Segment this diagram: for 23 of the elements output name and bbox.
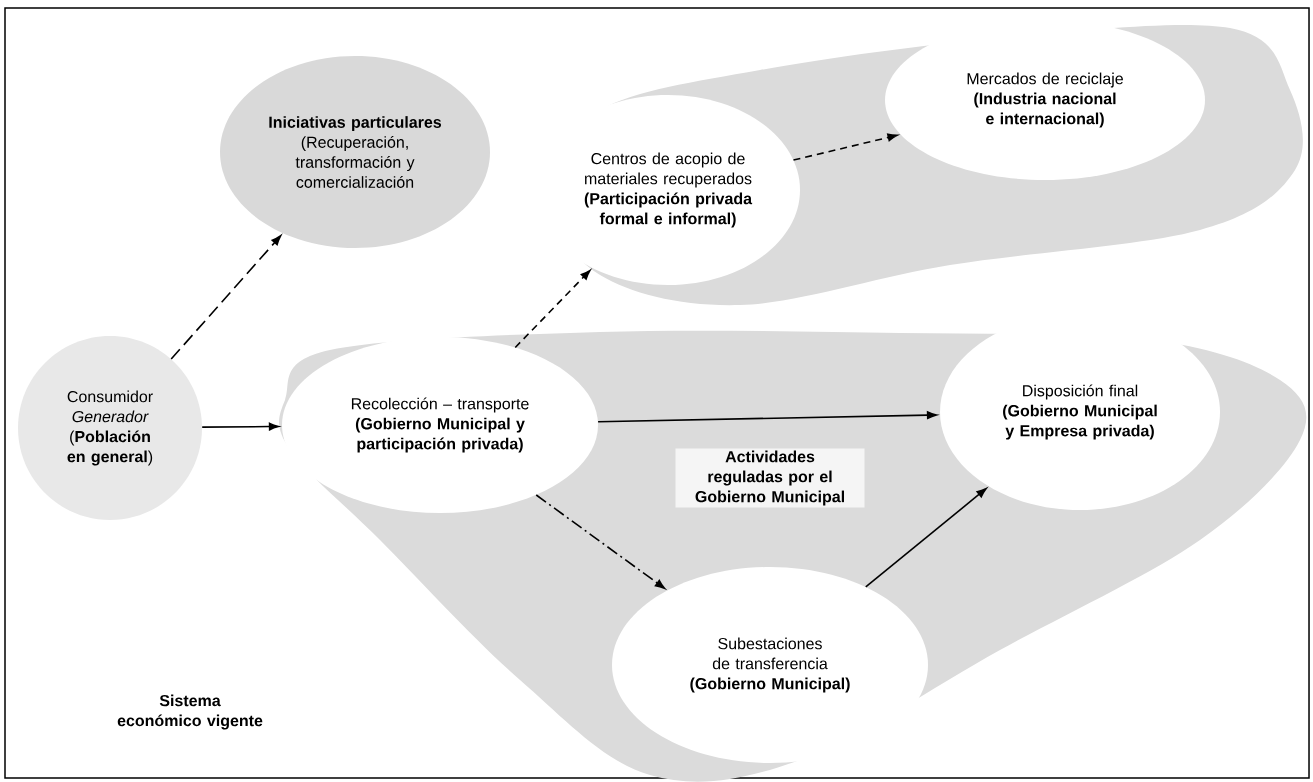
circle-node: Consumidor Generador (Población en general) <box>18 336 202 520</box>
node-label: (Participación privada formal e informal) <box>584 192 753 228</box>
arrow <box>170 235 282 360</box>
node-label: (Gobierno Municipal y Empresa privada) <box>1003 404 1157 440</box>
node-label: Mercados de reciclaje <box>967 72 1123 88</box>
ellipse-node: Recolección – transporte (Gobierno Municipal y participación privada) <box>282 337 598 513</box>
arrow <box>792 133 898 161</box>
ellipse-node: Centros de acopio de materiales recuperados (Participación privada formal e informal) <box>536 95 800 285</box>
arrow <box>535 494 666 590</box>
ellipse-node: Disposición final (Gobierno Municipal y Empresa privada) <box>940 314 1220 510</box>
node-label: Recolección – transporte <box>351 397 529 413</box>
ellipse-node: Mercados de reciclaje (Industria nacional e internacional) <box>885 20 1205 180</box>
arrow <box>201 422 280 431</box>
ellipse-node: Subestaciones de transferencia (Gobierno Municipal) <box>612 567 928 763</box>
node-label: (Industria nacional e internacional) <box>974 92 1116 128</box>
arrow <box>865 487 987 588</box>
node-label: Centros de acopio de materiales recuperados <box>585 152 752 188</box>
ellipse-node: Iniciativas particulares (Recuperación, transformación y comercialización <box>220 56 490 248</box>
region-label: Sistema económico vigente <box>117 694 263 730</box>
node-label: Disposición final <box>1023 384 1138 400</box>
arrow <box>597 411 938 423</box>
arrow <box>514 269 591 349</box>
node-label: (Gobierno Municipal y participación privada) <box>355 417 525 453</box>
